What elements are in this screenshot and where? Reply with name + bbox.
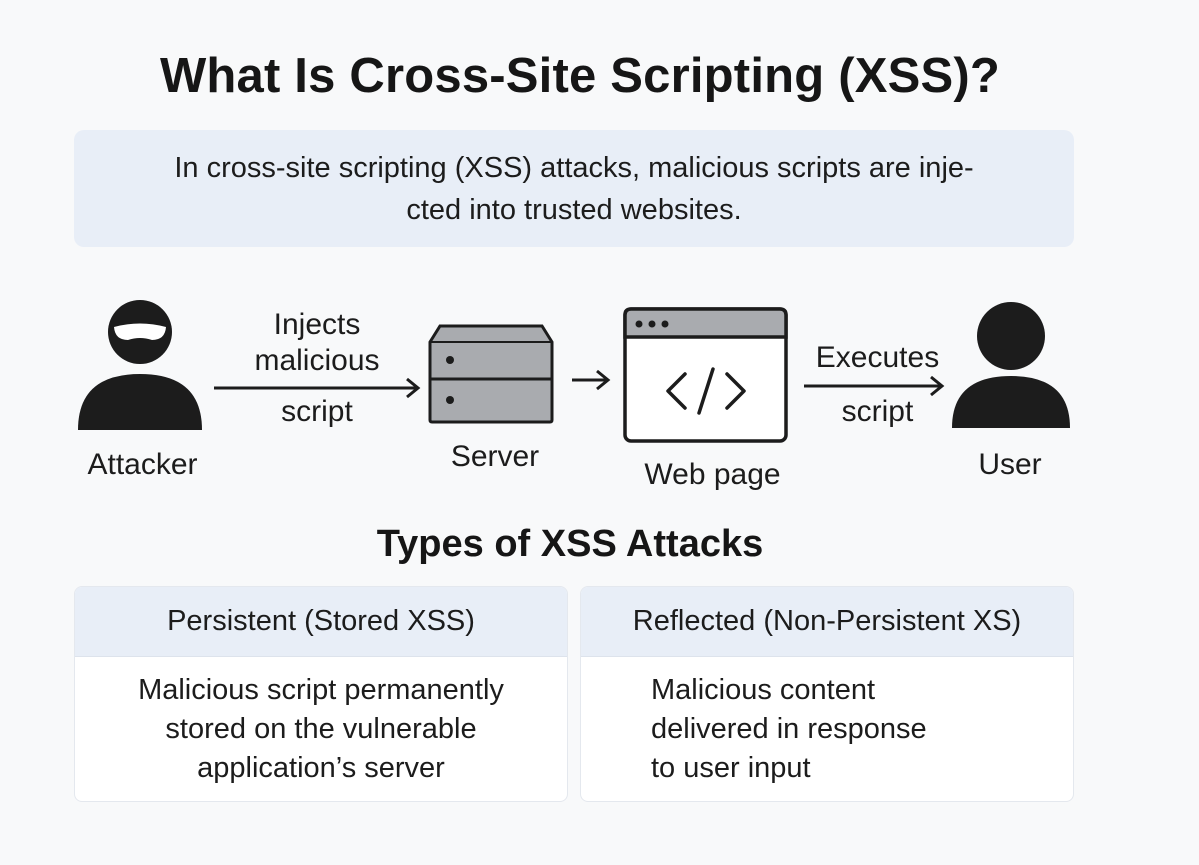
card-body-line: Malicious content (651, 674, 876, 706)
arrow-right-icon (572, 369, 611, 391)
page-title: What Is Cross-Site Scripting (XSS)? (159, 49, 1001, 103)
browser-code-icon (623, 307, 788, 443)
card-body-line: application’s server (197, 752, 445, 784)
person-icon (952, 302, 1070, 428)
persistent-card: Persistent (Stored XSS) Malicious script… (74, 586, 568, 802)
server-label: Server (450, 440, 540, 473)
arrow-right-icon (214, 377, 421, 399)
intro-line: In cross-site scripting (XSS) attacks, m… (174, 151, 974, 184)
card-body-line: delivered in response (651, 713, 927, 745)
execute-label-line1: Executes (815, 341, 940, 374)
reflected-card-body: Malicious content delivered in response … (581, 657, 1073, 788)
attacker-label: Attacker (87, 448, 198, 481)
masked-person-icon (78, 300, 202, 430)
persistent-card-body: Malicious script permanently stored on t… (75, 657, 567, 788)
reflected-card-header: Reflected (Non-Persistent XS) (581, 587, 1073, 657)
server-icon (428, 324, 554, 424)
arrow-right-icon (804, 375, 945, 397)
inject-label-line3: script (281, 395, 353, 428)
reflected-card: Reflected (Non-Persistent XS) Malicious … (580, 586, 1074, 802)
persistent-card-header: Persistent (Stored XSS) (75, 587, 567, 657)
execute-label-line2: script (841, 395, 914, 428)
user-label: User (978, 448, 1042, 481)
types-heading: Types of XSS Attacks (376, 523, 764, 565)
webpage-label: Web page (644, 458, 781, 491)
inject-label-line2: malicious (254, 344, 380, 377)
intro-line: cted into trusted websites. (406, 193, 742, 226)
intro-box: In cross-site scripting (XSS) attacks, m… (74, 130, 1074, 247)
card-body-line: stored on the vulnerable (165, 713, 477, 745)
card-body-line: Malicious script permanently (138, 674, 504, 706)
card-body-line: to user input (651, 752, 811, 784)
inject-label-line1: Injects (273, 308, 361, 341)
